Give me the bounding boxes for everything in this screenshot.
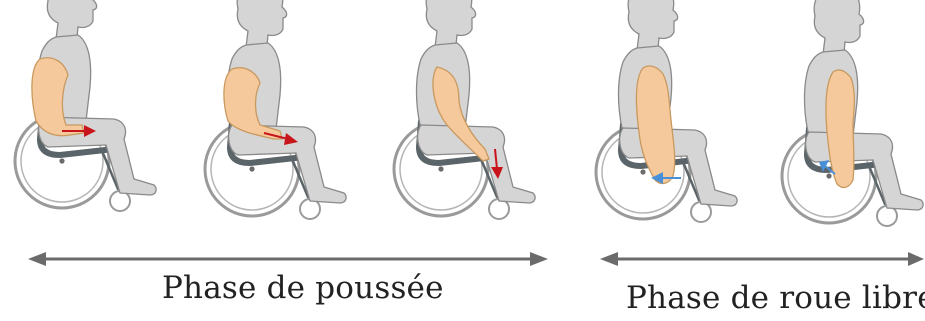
freewheel-phase-label: Phase de roue libre — [626, 280, 925, 316]
push-phase-label: Phase de poussée — [162, 270, 444, 306]
wheelchair-user-figure-3 — [394, 0, 535, 219]
wheelchair-user-figure-5 — [782, 0, 923, 226]
double-headed-arrow-icon — [28, 252, 548, 266]
wheelchair-user-figure-1 — [15, 0, 156, 211]
double-headed-arrow-icon — [600, 252, 924, 266]
wheelchair-user-figure-4 — [596, 0, 737, 222]
wheelchair-user-figure-2 — [205, 0, 346, 219]
